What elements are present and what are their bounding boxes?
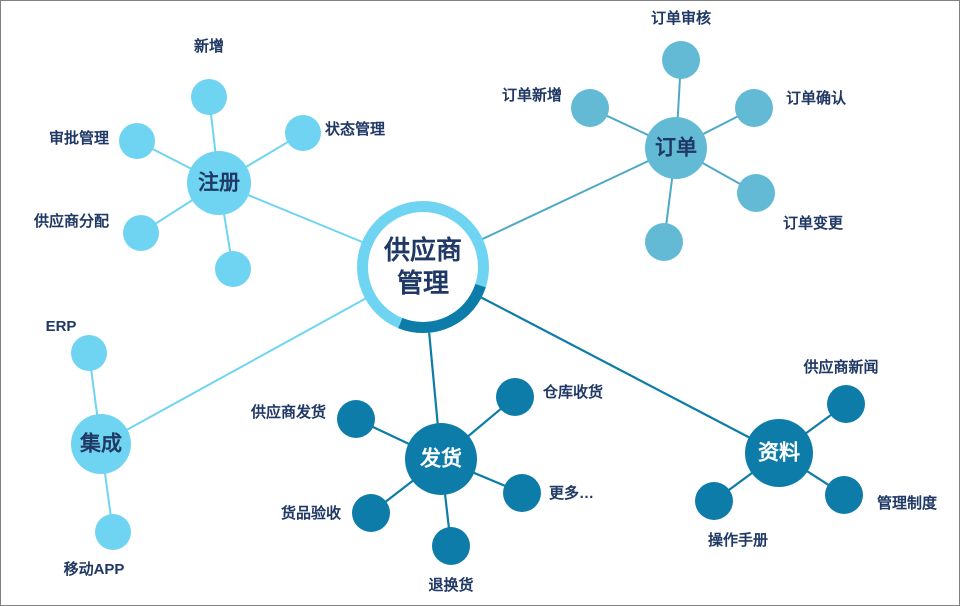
leaf-node-register-3[interactable]	[123, 215, 159, 251]
connector-center-to-order	[480, 159, 650, 241]
connector-register-leaf-0	[209, 112, 217, 154]
connector-order-leaf-2	[701, 161, 742, 186]
hub-node-shipping[interactable]	[405, 423, 477, 495]
leaf-label-documents-0: 供应商新闻	[802, 358, 878, 376]
leaf-node-register-2[interactable]	[119, 123, 155, 159]
connector-center-to-register	[246, 193, 364, 244]
hub-label-order: 订单	[655, 136, 697, 160]
leaf-node-register-0[interactable]	[191, 79, 227, 115]
leaf-label-shipping-1: 更多…	[549, 484, 594, 502]
leaf-node-order-0[interactable]	[662, 41, 700, 79]
leaf-label-order-2: 订单变更	[783, 214, 844, 232]
leaf-node-shipping-4[interactable]	[337, 400, 375, 438]
leaf-label-shipping-0: 仓库收货	[542, 383, 603, 401]
leaf-label-shipping-4: 供应商发货	[250, 403, 326, 421]
leaf-node-shipping-3[interactable]	[352, 494, 390, 532]
hub-label-shipping: 发货	[419, 447, 462, 471]
leaf-node-documents-1[interactable]	[825, 476, 863, 514]
leaf-label-shipping-3: 货品验收	[281, 504, 341, 522]
leaf-node-order-2[interactable]	[737, 174, 775, 212]
leaf-node-integration-1[interactable]	[95, 514, 131, 550]
connector-order-leaf-0	[676, 76, 681, 120]
leaf-label-order-0: 订单审核	[651, 9, 711, 27]
connector-center-to-integration	[125, 297, 368, 432]
connector-register-leaf-3	[154, 198, 194, 225]
leaf-node-register-1[interactable]	[285, 115, 321, 151]
leaf-label-register-2: 审批管理	[49, 129, 109, 147]
connector-register-leaf-1	[244, 140, 290, 169]
leaf-node-order-4[interactable]	[571, 89, 609, 127]
hub-node-register[interactable]	[187, 151, 251, 215]
leaf-label-register-1: 状态管理	[325, 120, 385, 138]
hub-connector-layer	[125, 159, 751, 439]
center-label-line2: 管理	[397, 268, 449, 298]
leaf-node-order-1[interactable]	[735, 89, 773, 127]
connector-center-to-shipping	[427, 330, 439, 426]
connector-order-leaf-1	[701, 115, 739, 136]
hub-node-integration[interactable]	[71, 414, 131, 474]
leaf-label-documents-1: 管理制度	[877, 494, 938, 512]
connector-center-to-documents	[479, 296, 751, 439]
hub-node-order[interactable]	[645, 117, 707, 179]
leaf-node-integration-0[interactable]	[71, 335, 107, 371]
leaf-label-integration-1: 移动APP	[64, 560, 125, 578]
connector-documents-leaf-2	[727, 471, 754, 492]
leaf-label-documents-2: 操作手册	[708, 531, 768, 549]
center-label-line1: 供应商	[383, 235, 462, 265]
connector-shipping-leaf-2	[443, 492, 451, 530]
connector-documents-leaf-0	[804, 413, 833, 435]
hub-label-documents: 资料	[758, 442, 800, 465]
connector-register-leaf-4	[222, 212, 232, 254]
connector-documents-leaf-1	[805, 469, 830, 487]
leaf-label-order-1: 订单确认	[786, 89, 847, 107]
leaf-node-documents-0[interactable]	[827, 385, 865, 423]
leaf-node-register-4[interactable]	[215, 251, 251, 287]
leaf-label-integration-0: ERP	[46, 318, 77, 335]
leaf-node-order-3[interactable]	[645, 223, 683, 261]
hub-label-integration: 集成	[79, 432, 122, 456]
connector-order-leaf-3	[665, 176, 674, 226]
connector-shipping-leaf-3	[384, 479, 415, 504]
connector-shipping-leaf-0	[466, 407, 503, 438]
leaf-label-register-3: 供应商分配	[33, 212, 109, 230]
hub-label-register: 注册	[198, 171, 240, 195]
center-progress-arc	[398, 283, 486, 333]
leaf-label-order-4: 订单新增	[502, 86, 562, 104]
leaf-node-layer	[71, 41, 865, 565]
leaf-node-shipping-2[interactable]	[432, 527, 470, 565]
hub-node-documents[interactable]	[745, 419, 813, 487]
leaf-label-register-0: 新增	[194, 37, 224, 55]
connector-shipping-leaf-1	[472, 471, 507, 488]
connector-integration-leaf-1	[103, 471, 112, 517]
connector-order-leaf-4	[605, 114, 650, 137]
leaf-node-shipping-1[interactable]	[503, 474, 541, 512]
leaf-node-shipping-0[interactable]	[496, 378, 534, 416]
leaf-node-documents-2[interactable]	[695, 482, 733, 520]
connector-shipping-leaf-4	[371, 425, 411, 446]
leaf-connector-layer	[90, 76, 833, 530]
leaf-label-shipping-2: 退换货	[428, 576, 473, 594]
connector-integration-leaf-0	[90, 368, 99, 417]
connector-register-leaf-2	[151, 147, 193, 170]
